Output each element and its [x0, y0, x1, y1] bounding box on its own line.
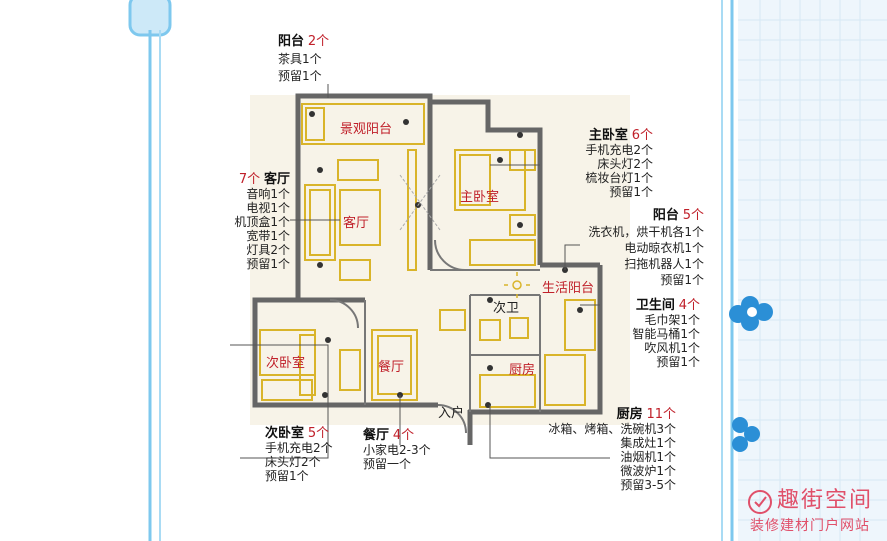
room-ciwo: 次卧室 [266, 356, 306, 371]
callout-line: 吹风机1个 [644, 341, 700, 355]
watermark-subtitle: 装修建材门户网站 [749, 518, 870, 534]
flower-icon [732, 417, 760, 452]
callout-title: 阳台 [652, 208, 679, 223]
callout-line: 预留1个 [265, 469, 309, 483]
room-zhuwo: 主卧室 [460, 190, 500, 205]
room-keting: 客厅 [343, 216, 370, 231]
callout-dining: 餐厅 4个 小家电2-3个 预留一个 [363, 428, 431, 472]
callout-title: 餐厅 [363, 428, 390, 443]
room-shenghuo: 生活阳台 [542, 281, 595, 296]
room-ciwei: 次卫 [493, 301, 520, 316]
callout-title: 主卧室 [588, 128, 628, 143]
callout-line: 床头灯2个 [265, 455, 321, 469]
room-entrance: 入户 [438, 406, 465, 421]
callout-line: 茶具1个 [278, 52, 322, 66]
callout-title: 卫生间 [635, 298, 675, 313]
callout-line: 微波炉1个 [620, 464, 676, 478]
callout-count: 2个 [307, 34, 330, 49]
callout-line: 扫拖机器人1个 [624, 257, 704, 271]
callout-title: 次卧室 [265, 426, 305, 441]
callout-line: 预留1个 [246, 257, 290, 271]
callout-line: 预留1个 [278, 69, 322, 83]
callout-title: 阳台 [278, 34, 305, 49]
callout-line: 洗衣机，烘干机各1个 [588, 225, 704, 239]
callout-count: 5个 [682, 208, 704, 223]
callout-count: 11个 [646, 407, 676, 422]
callout-title: 客厅 [263, 172, 290, 187]
callout-line: 预留3-5个 [620, 478, 676, 492]
callout-title: 厨房 [616, 407, 643, 422]
callout-count: 4个 [392, 428, 415, 443]
watermark-title: 趣街空间 [776, 487, 873, 513]
callout-line: 手机充电2个 [265, 441, 333, 455]
callout-line: 灯具2个 [246, 243, 290, 257]
callout-line: 梳妆台灯1个 [585, 171, 653, 185]
callout-line: 电视1个 [246, 201, 290, 215]
callout-line: 电动晾衣机1个 [624, 241, 704, 255]
callout-kitchen: 厨房 11个 冰箱、烤箱、洗碗机3个 集成灶1个 油烟机1个 微波炉1个 预留3… [500, 407, 676, 493]
callout-line: 手机充电2个 [585, 143, 653, 157]
callout-line: 机顶盒1个 [234, 215, 290, 229]
callout-line: 智能马桶1个 [632, 327, 700, 341]
callout-line: 预留一个 [363, 457, 412, 471]
sun-icon [504, 272, 530, 298]
callout-living: 7个 客厅 音响1个 电视1个 机顶盒1个 宽带1个 灯具2个 预留1个 [212, 172, 290, 272]
callout-second-bed: 次卧室 5个 手机充电2个 床头灯2个 预留1个 [265, 426, 333, 484]
callout-balcony-right: 阳台 5个 洗衣机，烘干机各1个 电动晾衣机1个 扫拖机器人1个 预留1个 [548, 208, 704, 288]
callout-count: 5个 [307, 426, 330, 441]
room-jingguan: 景观阳台 [340, 122, 393, 137]
callout-balcony-top: 阳台 2个 茶具1个 预留1个 [278, 34, 330, 84]
callout-line: 宽带1个 [246, 229, 290, 243]
callout-line: 毛巾架1个 [644, 313, 700, 327]
callout-line: 音响1个 [246, 187, 290, 201]
callout-master: 主卧室 6个 手机充电2个 床头灯2个 梳妆台灯1个 预留1个 [535, 128, 653, 200]
callout-line: 预留1个 [609, 185, 653, 199]
flower-icon [729, 296, 773, 331]
room-chufang: 厨房 [509, 363, 536, 378]
site-logo-icon [747, 490, 772, 514]
callout-count: 4个 [678, 298, 700, 313]
callout-line: 小家电2-3个 [363, 443, 431, 457]
callout-bathroom: 卫生间 4个 毛巾架1个 智能马桶1个 吹风机1个 预留1个 [598, 298, 700, 370]
callout-count: 7个 [238, 172, 261, 187]
callout-line: 预留1个 [660, 273, 704, 287]
watermark: 趣街空间 装修建材门户网站 [747, 482, 873, 536]
room-canting: 餐厅 [378, 360, 405, 375]
callout-count: 6个 [631, 128, 653, 143]
callout-line: 床头灯2个 [597, 157, 653, 171]
callout-line: 冰箱、烤箱、洗碗机3个 [548, 422, 676, 436]
callout-line: 预留1个 [656, 355, 700, 369]
callout-line: 集成灶1个 [620, 436, 676, 450]
callout-line: 油烟机1个 [620, 450, 676, 464]
